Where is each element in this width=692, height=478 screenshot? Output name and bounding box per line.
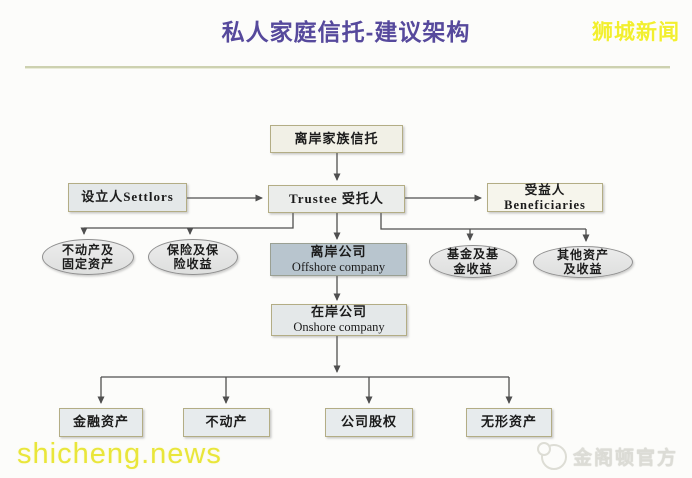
ellipse-label-line1: 不动产及	[61, 242, 114, 257]
watermark-bottom-left: shicheng.news	[17, 438, 222, 470]
ellipse-real-estate-fixed-assets: 不动产及 固定资产	[42, 239, 134, 275]
ellipse-insurance-proceeds: 保险及保 险收益	[148, 239, 238, 275]
ellipse-label-line2: 险收益	[173, 257, 213, 271]
node-label-zh: 在岸公司	[310, 304, 367, 320]
ellipse-label-line1: 其他资产	[556, 247, 609, 262]
node-trustee: Trustee 受托人	[268, 185, 405, 213]
page-title: 私人家庭信托-建议架构	[221, 19, 471, 45]
watermark-bottom-right: 金阁顿官方	[536, 441, 678, 470]
ellipse-label-line2: 及收益	[563, 262, 603, 276]
node-intangible-assets: 无形资产	[466, 408, 552, 437]
ellipse-label-line2: 金收益	[453, 261, 493, 276]
node-label: 金融资产	[72, 414, 129, 430]
node-label: 公司股权	[340, 414, 397, 430]
ellipse-label-line2: 固定资产	[61, 257, 114, 271]
ellipse-fund-proceeds: 基金及基 金收益	[429, 245, 517, 278]
title-divider	[25, 66, 670, 69]
watermark-logo-icon	[536, 441, 567, 470]
node-label: 无形资产	[480, 414, 537, 430]
node-label: 设立人Settlors	[81, 189, 174, 205]
ellipse-other-assets: 其他资产 及收益	[533, 246, 633, 278]
node-label-zh: 离岸公司	[310, 243, 367, 259]
watermark-top-right: 狮城新闻	[592, 21, 680, 44]
node-label-en: Offshore company	[291, 259, 386, 274]
node-financial-assets: 金融资产	[59, 408, 143, 437]
node-label: 受益人Beneficiaries	[504, 183, 586, 212]
node-settlors: 设立人Settlors	[68, 183, 187, 212]
ellipse-label-line1: 保险及保	[166, 242, 219, 257]
node-label-en: Onshore company	[293, 320, 385, 335]
node-onshore-company: 在岸公司 Onshore company	[271, 304, 407, 336]
node-company-equity: 公司股权	[325, 408, 413, 437]
node-label: 不动产	[205, 414, 248, 430]
node-label: 离岸家族信托	[294, 130, 379, 146]
watermark-bottom-right-text: 金阁顿官方	[572, 448, 678, 469]
node-beneficiaries: 受益人Beneficiaries	[487, 183, 603, 212]
node-offshore-family-trust: 离岸家族信托	[270, 125, 403, 153]
node-real-estate: 不动产	[183, 408, 270, 437]
node-label: Trustee 受托人	[289, 190, 384, 206]
node-offshore-company: 离岸公司 Offshore company	[270, 243, 407, 276]
ellipse-label-line1: 基金及基	[446, 247, 499, 262]
